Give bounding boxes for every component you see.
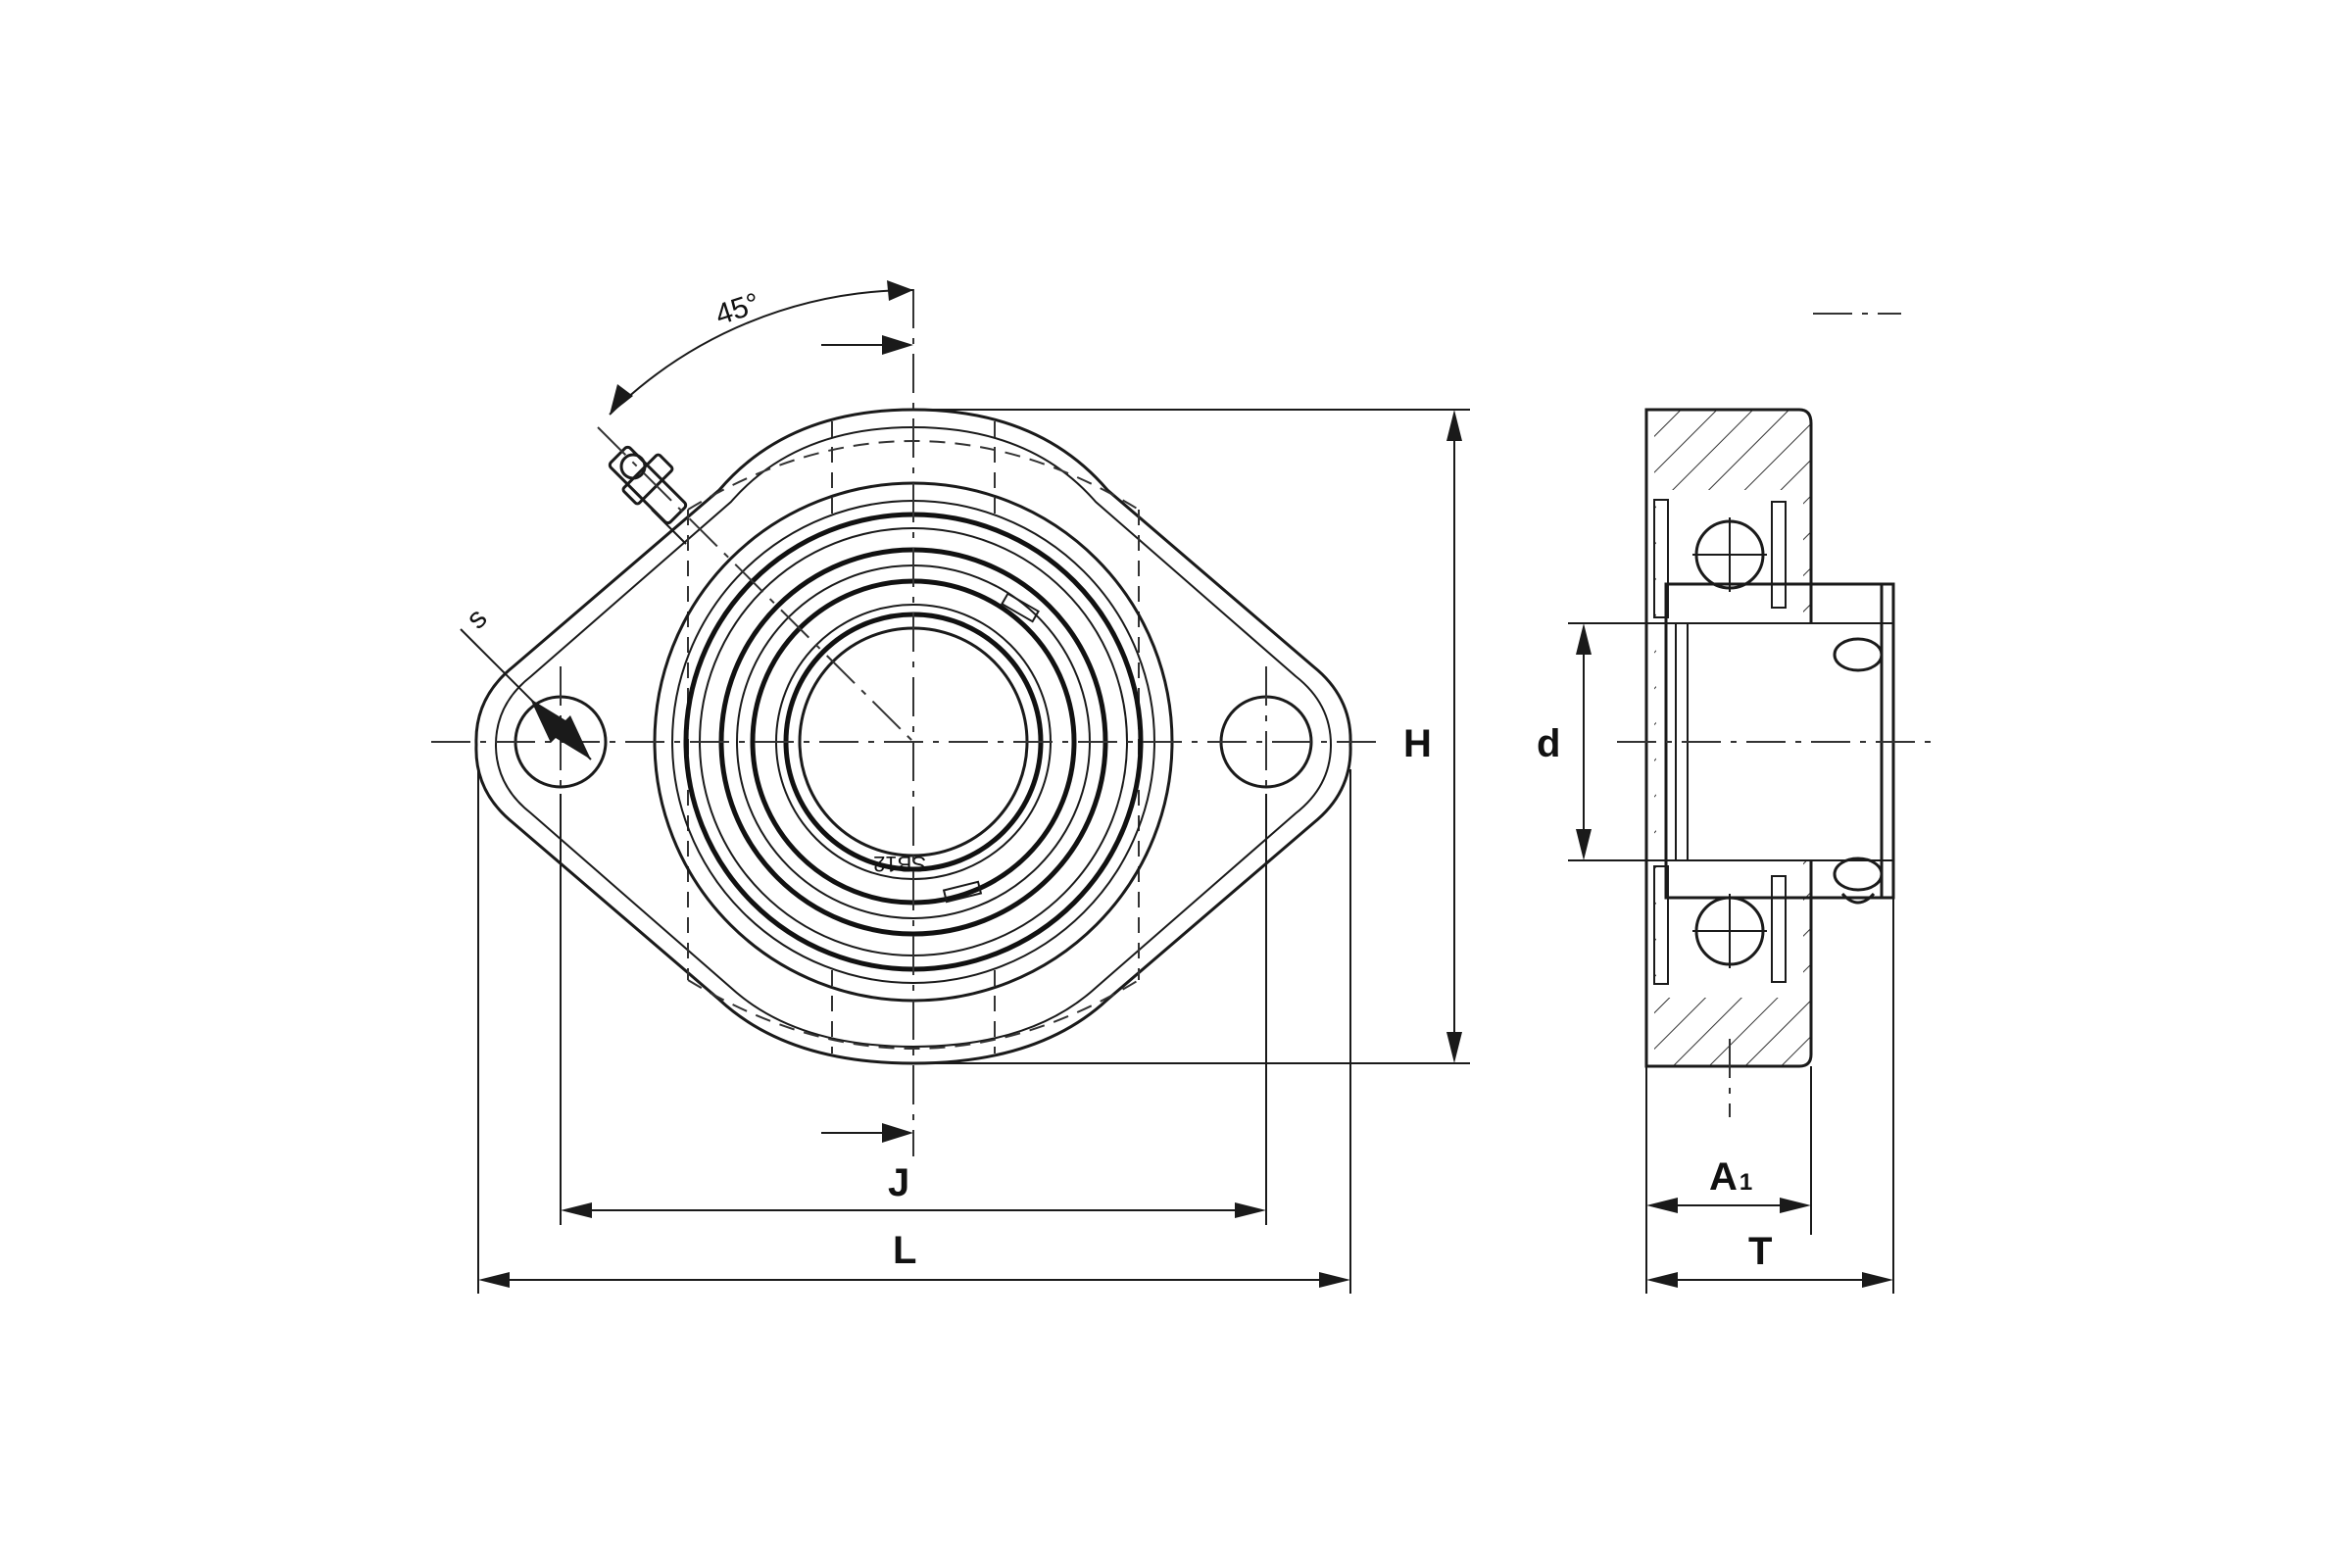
dimension-t: T (1748, 1230, 1772, 1273)
dimension-j: J (888, 1161, 909, 1204)
angle-label: 45° (711, 287, 763, 331)
housing-section-outline (1644, 408, 1813, 1068)
flange-inner-outline (494, 425, 1333, 1049)
bore-stamp: SB12 (873, 852, 926, 876)
bolt-hole-symbol: s (461, 602, 494, 635)
set-screw-hole-lower (1833, 857, 1884, 892)
dimension-l: L (893, 1229, 916, 1272)
flange-outline (474, 408, 1352, 1065)
grease-nipple (608, 445, 688, 545)
dimension-a1: A1 (1709, 1155, 1752, 1199)
set-screw-hole-upper (1833, 637, 1884, 672)
dimension-h: H (1403, 722, 1432, 765)
dimension-d: d (1537, 722, 1560, 765)
side-view: d A1 T (1537, 313, 1936, 1294)
front-view: SB12 45° s H (431, 280, 1470, 1294)
